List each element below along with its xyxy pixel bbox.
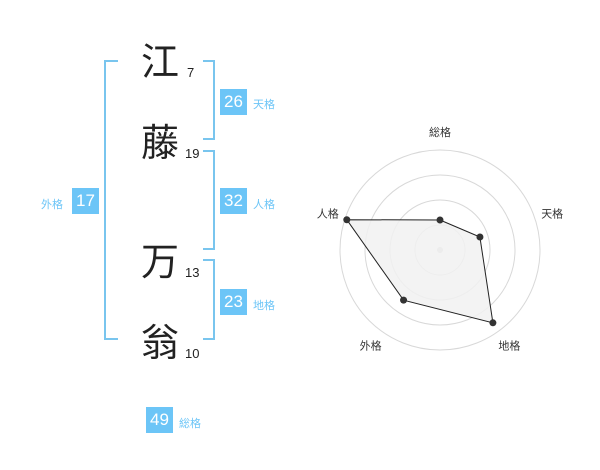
radar-ring (364, 174, 516, 326)
kanji-4: 翁 (140, 321, 179, 365)
soukaku-badge: 49 (146, 407, 173, 433)
stroke-count-1: 7 (187, 65, 195, 80)
kanji-2: 藤 (140, 121, 179, 165)
tenkaku-label: 天格 (253, 98, 275, 111)
radar-point-4 (400, 296, 408, 304)
radar-point-2 (476, 233, 484, 241)
stroke-count-3: 13 (185, 265, 200, 280)
radar-axis-label-2: 天格 (541, 207, 563, 221)
jinkaku-badge: 32 (220, 188, 247, 214)
radar-area (345, 219, 494, 324)
jinkaku-label: 人格 (253, 198, 275, 211)
radar-point-5 (343, 216, 351, 224)
stroke-count-4: 10 (185, 346, 200, 361)
radar-point-1 (436, 216, 444, 224)
radar-axis-label-5: 人格 (317, 207, 339, 221)
radar-axis-label-3: 地格 (498, 339, 520, 353)
radar-axis-label-4: 外格 (360, 339, 382, 353)
chikaku-label: 地格 (253, 299, 275, 312)
gaikaku-badge: 17 (72, 188, 99, 214)
chikaku-bracket (203, 259, 215, 340)
stroke-count-2: 19 (185, 146, 200, 161)
tenkaku-badge: 26 (220, 89, 247, 115)
radar-axis-label-1: 総格 (429, 125, 451, 139)
tenkaku-bracket (203, 60, 215, 140)
soukaku-label: 総格 (179, 417, 201, 430)
radar-ring (339, 149, 541, 351)
kanji-3: 万 (140, 240, 179, 284)
radar-point-3 (489, 319, 497, 327)
kanji-1: 江 (140, 40, 179, 84)
radar-points (343, 216, 497, 327)
jinkaku-bracket (203, 150, 215, 250)
chikaku-badge: 23 (220, 289, 247, 315)
gaikaku-bracket (104, 60, 118, 340)
gaikaku-label: 外格 (41, 198, 63, 211)
